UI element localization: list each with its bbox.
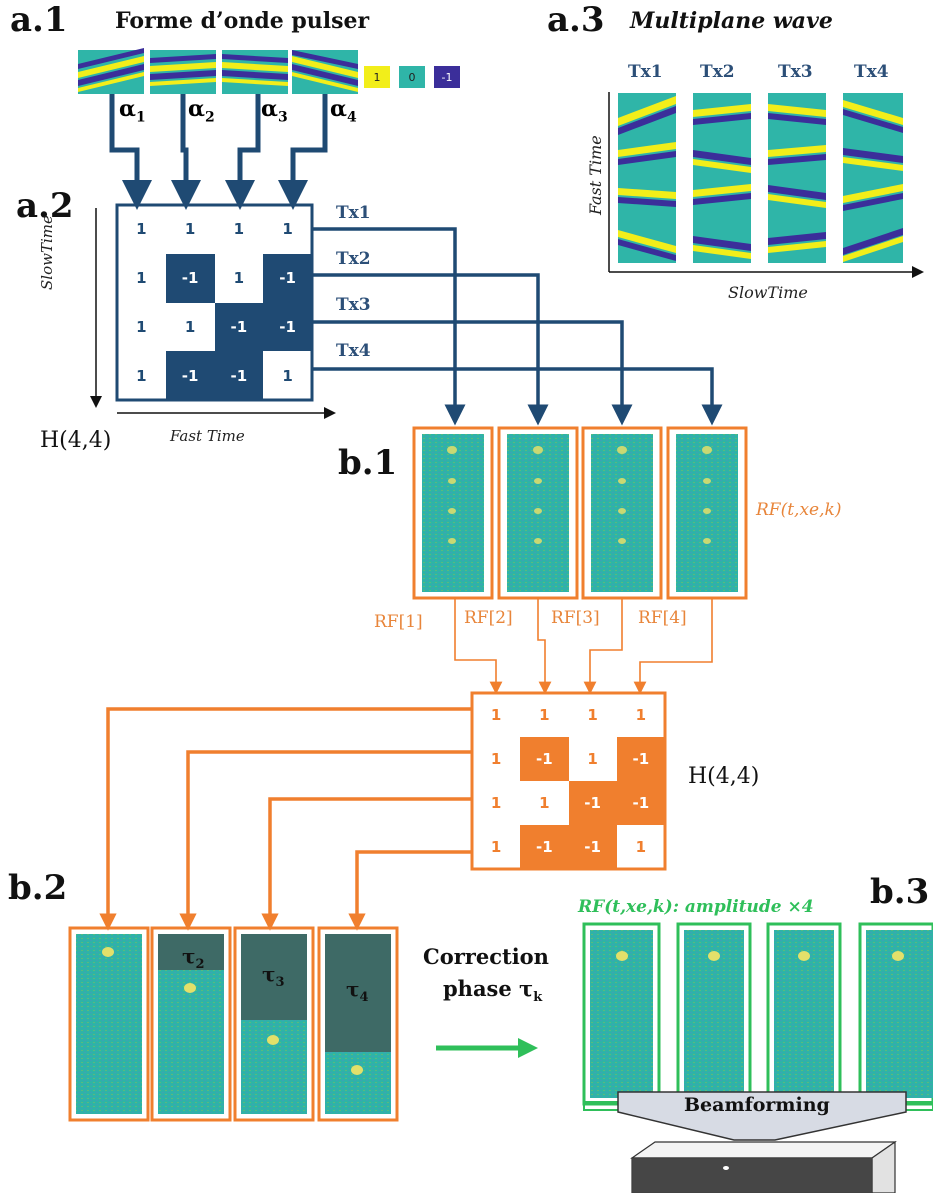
a2-matrix-cell-2-3: 1: [233, 269, 245, 288]
decode-arrows: [99, 707, 472, 931]
tx-label-3: Tx3: [336, 295, 371, 315]
tau-label-2: τ2: [182, 944, 205, 972]
a2-matrix-frame: [115, 203, 314, 402]
b3-section-label: b.3: [870, 872, 930, 912]
correction-line-2: phase τk: [443, 976, 543, 1006]
tau-label-3: τ3: [262, 962, 285, 990]
a2-matrix-cell-4-2: -1: [165, 351, 215, 400]
waveform-tile-1: [78, 48, 144, 94]
a3-tx-label-1: Tx1: [628, 62, 663, 82]
tx-label-2: Tx2: [336, 249, 371, 269]
pulser-waveforms: [78, 48, 358, 94]
tx-arrows: [312, 227, 723, 426]
a2-slowtime-label: SlowTime: [38, 215, 56, 290]
decode-matrix-cell-3-1: 1: [490, 794, 502, 812]
a2-matrix-cell-2-2: -1: [165, 253, 215, 303]
a2-matrix-cell-2-1: 1: [136, 269, 147, 288]
a2-fasttime-label: Fast Time: [170, 427, 245, 445]
a2-matrix-cell-3-4: -1: [263, 302, 312, 352]
rf-arrows: [454, 598, 713, 695]
a3-tx-label-4: Tx4: [854, 62, 889, 82]
a2-matrix-cell-1-1: 1: [136, 220, 147, 239]
a1-title: Forme d’onde pulser: [115, 8, 370, 34]
legend-value-minus1: -1: [434, 66, 460, 88]
a2-matrix-cell-1-2: 1: [184, 220, 196, 239]
b2-section-label: b.2: [8, 868, 68, 908]
multiplane-panels: [618, 93, 903, 263]
a2-matrix-cell-3-3: -1: [214, 302, 264, 352]
decode-matrix-cell-4-3: -1: [568, 825, 617, 869]
a1-section-label: a.1: [10, 0, 68, 40]
a2-matrix-cell-4-1: 1: [136, 366, 147, 385]
a3-fasttime-label: Fast Time: [586, 135, 605, 215]
decode-matrix-cell-3-2: 1: [539, 794, 550, 812]
a2-matrix-cell-2-4: -1: [263, 253, 312, 303]
waveform-tile-3: [222, 50, 288, 94]
a2-section-label: a.2: [16, 186, 74, 226]
beamforming-label: Beamforming: [684, 1094, 830, 1116]
b1-section-label: b.1: [338, 443, 398, 483]
beamformed-image: [630, 1140, 897, 1193]
decode-matrix-frame: [470, 691, 667, 871]
decode-matrix-cell-4-2: -1: [520, 825, 569, 869]
legend-value-1: 1: [364, 66, 390, 88]
decode-matrix-cell-1-2: 1: [539, 706, 550, 724]
alpha-label-2: α2: [188, 96, 215, 126]
alpha-label-1: α1: [119, 96, 146, 126]
b3-amplitude-label: RF(t,xe,k): amplitude ×4: [578, 897, 814, 917]
tx-label-4: Tx4: [336, 341, 371, 361]
multiplane-panel-1: [618, 93, 676, 263]
b2-panels: [68, 926, 399, 1122]
decode-matrix-cell-1-4: 1: [635, 706, 647, 724]
waveform-tile-4: [292, 50, 358, 94]
decode-matrix-cell-3-4: -1: [616, 781, 665, 825]
decode-matrix-cell-3-3: -1: [568, 781, 617, 825]
decode-matrix-label: H(4,4): [688, 764, 760, 789]
a2-matrix-cell-4-3: -1: [214, 351, 264, 400]
legend-value-0: 0: [399, 66, 425, 88]
a2-matrix-cell-1-3: 1: [233, 220, 245, 239]
a3-tx-label-3: Tx3: [778, 62, 813, 82]
multiplane-panel-3: [768, 93, 826, 263]
a3-slowtime-label: SlowTime: [728, 283, 808, 302]
decode-matrix-cell-2-1: 1: [490, 750, 502, 768]
rf-item-1: RF[1]: [374, 612, 423, 632]
correction-line-1: Correction: [423, 944, 549, 969]
decode-matrix-cell-2-3: 1: [587, 750, 598, 768]
decode-matrix-cell-2-2: -1: [520, 737, 569, 781]
waveform-tile-2: [150, 50, 216, 94]
rf-item-3: RF[3]: [551, 608, 600, 628]
decode-matrix-cell-1-1: 1: [490, 706, 502, 724]
alpha-arrows: [109, 94, 328, 210]
a2-matrix-cell-3-2: 1: [184, 317, 196, 336]
a3-section-label: a.3: [547, 0, 605, 40]
rf-panels: [412, 426, 748, 600]
decode-matrix-cell-4-4: 1: [635, 838, 647, 856]
rf-item-4: RF[4]: [638, 608, 687, 628]
decode-matrix-cell-2-4: -1: [616, 737, 665, 781]
decode-matrix-cell-4-1: 1: [490, 838, 502, 856]
a2-matrix-cell-4-4: 1: [282, 366, 293, 385]
a3-title: Multiplane wave: [630, 8, 833, 34]
tau-label-4: τ4: [346, 977, 369, 1005]
a3-tx-label-2: Tx2: [700, 62, 735, 82]
a2-matrix-cell-1-4: 1: [282, 220, 293, 239]
alpha-label-3: α3: [261, 96, 288, 126]
beamforming-funnel: [617, 1091, 907, 1141]
b3-panels: [582, 922, 933, 1106]
multiplane-panel-2: [693, 93, 751, 263]
tx-label-1: Tx1: [336, 203, 371, 223]
multiplane-panel-4: [843, 93, 903, 263]
decode-matrix-cell-1-3: 1: [587, 706, 598, 724]
a2-matrix-cell-3-1: 1: [136, 317, 147, 336]
rf-item-2: RF[2]: [464, 608, 513, 628]
a2-matrix-label: H(4,4): [40, 428, 112, 453]
b1-rf-label: RF(t,xe,k): [756, 500, 842, 520]
alpha-label-4: α4: [330, 96, 357, 126]
